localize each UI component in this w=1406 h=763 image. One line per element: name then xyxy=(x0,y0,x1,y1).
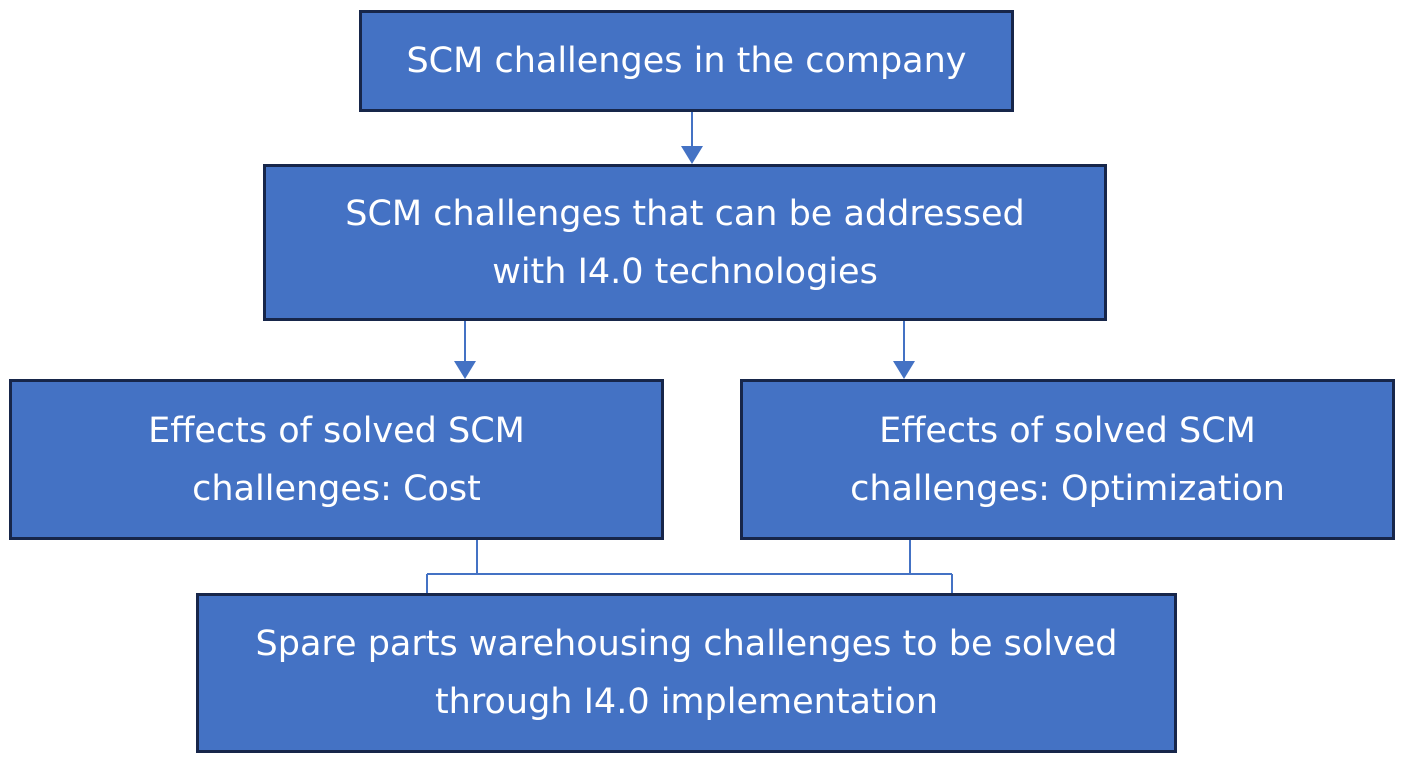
node-label: Effects of solved SCM challenges: Optimi… xyxy=(850,410,1285,509)
node-scm-challenges: SCM challenges in the company xyxy=(359,10,1014,112)
node-label: SCM challenges in the company xyxy=(406,41,967,81)
node-label: SCM challenges that can be addressed wit… xyxy=(345,193,1025,292)
arrowhead-icon xyxy=(893,361,915,379)
node-effects-cost: Effects of solved SCM challenges: Cost xyxy=(9,379,664,540)
edge-middle-to-right xyxy=(893,321,915,379)
node-label: Effects of solved SCM challenges: Cost xyxy=(148,410,525,509)
node-effects-optimization: Effects of solved SCM challenges: Optimi… xyxy=(740,379,1395,540)
node-label: Spare parts warehousing challenges to be… xyxy=(255,624,1118,722)
edge-middle-to-left xyxy=(454,321,476,379)
node-spare-parts-challenges: Spare parts warehousing challenges to be… xyxy=(196,593,1177,753)
arrowhead-icon xyxy=(454,361,476,379)
edge-merge-to-bottom xyxy=(426,540,953,593)
edge-top-to-middle xyxy=(681,112,703,164)
arrowhead-icon xyxy=(681,146,703,164)
node-addressable-challenges: SCM challenges that can be addressed wit… xyxy=(263,164,1107,321)
